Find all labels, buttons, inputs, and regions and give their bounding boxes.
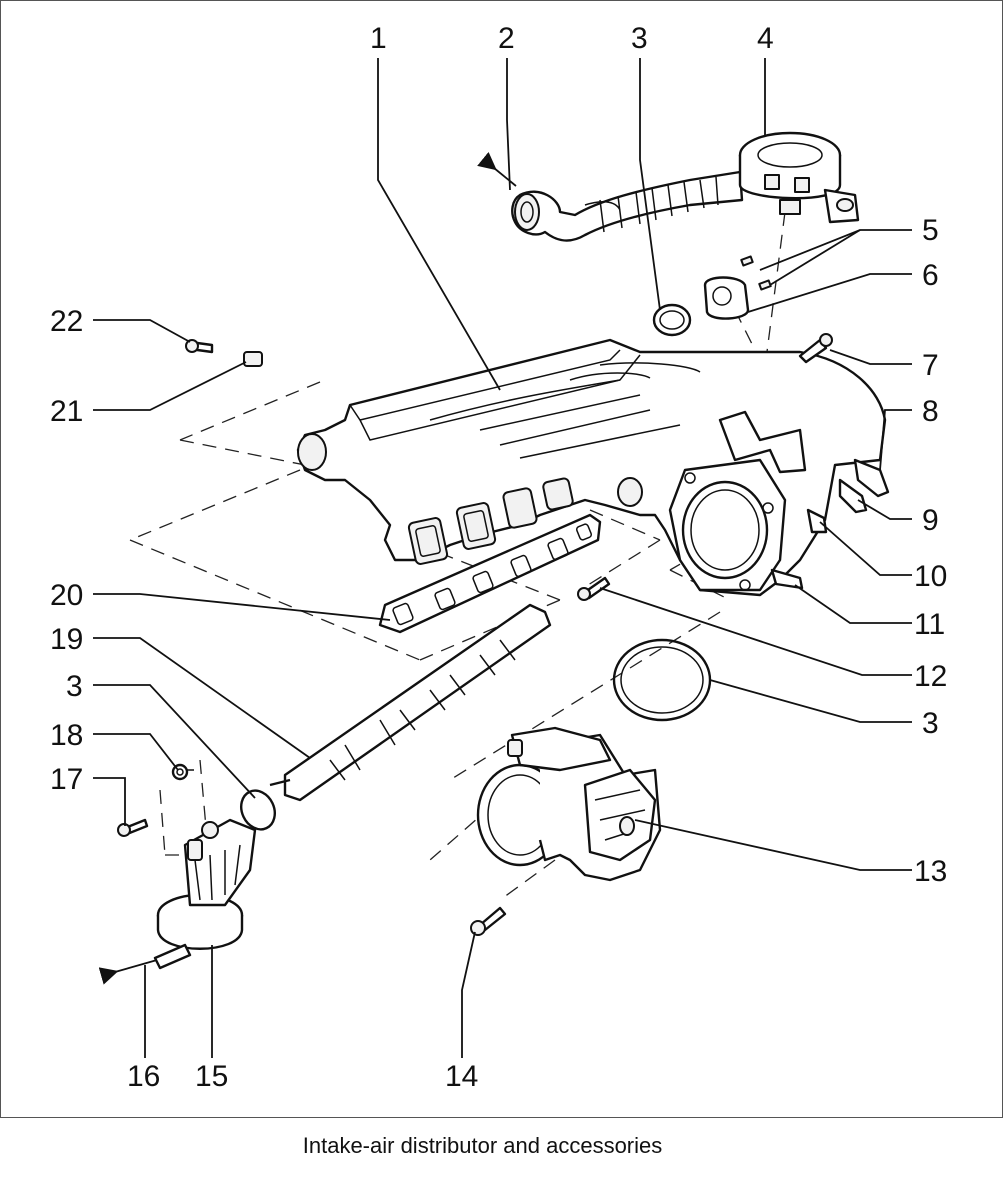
flow-arrow-top — [477, 151, 517, 187]
o-ring-upper — [652, 303, 692, 337]
o-ring-throttle — [612, 638, 712, 722]
label-17: 17 — [50, 763, 83, 796]
label-3-top: 3 — [631, 22, 648, 55]
label-4: 4 — [757, 22, 774, 55]
bolt-22 — [185, 339, 214, 354]
label-18: 18 — [50, 719, 83, 752]
screw-12 — [577, 576, 611, 601]
label-6: 6 — [922, 259, 939, 292]
label-2: 2 — [498, 22, 515, 55]
label-5: 5 — [922, 214, 939, 247]
part-number-labels: 1 2 3 4 5 6 7 8 9 10 11 12 3 13 14 15 16… — [50, 22, 947, 1093]
label-3-left: 3 — [66, 670, 83, 703]
screw-14 — [470, 906, 507, 936]
exploded-diagram: 1 2 3 4 5 6 7 8 9 10 11 12 3 13 14 15 16… — [50, 22, 947, 1093]
label-8: 8 — [922, 395, 939, 428]
o-ring-throttle-inner — [620, 646, 704, 714]
label-13: 13 — [914, 855, 947, 888]
flow-arrow-bottom — [98, 959, 158, 985]
throttle-valve-control-unit — [476, 726, 662, 882]
bush-21 — [243, 351, 263, 367]
leader-lines — [93, 58, 912, 1058]
label-20: 20 — [50, 579, 83, 612]
pressure-regulator-valve — [738, 131, 860, 224]
label-16: 16 — [127, 1060, 160, 1093]
flap-shaft — [269, 603, 552, 802]
label-9: 9 — [922, 504, 939, 537]
label-12: 12 — [914, 660, 947, 693]
label-22: 22 — [50, 305, 83, 338]
intake-manifold — [296, 333, 890, 597]
manifold-gasket — [378, 513, 602, 634]
bolt-17 — [117, 818, 149, 837]
figure-caption: Intake-air distributor and accessories — [302, 1133, 663, 1158]
label-10: 10 — [914, 560, 947, 593]
label-21: 21 — [50, 395, 83, 428]
label-15: 15 — [195, 1060, 228, 1093]
breather-hose — [511, 170, 744, 242]
o-ring-upper-inner — [659, 310, 685, 330]
label-14: 14 — [445, 1060, 478, 1093]
label-3-right: 3 — [922, 707, 939, 740]
vacuum-nipple — [153, 943, 192, 970]
label-11: 11 — [914, 608, 945, 641]
vacuum-actuator — [156, 818, 257, 950]
label-19: 19 — [50, 623, 83, 656]
sensor-part-6 — [703, 255, 772, 320]
label-1: 1 — [370, 22, 387, 55]
label-7: 7 — [922, 349, 939, 382]
